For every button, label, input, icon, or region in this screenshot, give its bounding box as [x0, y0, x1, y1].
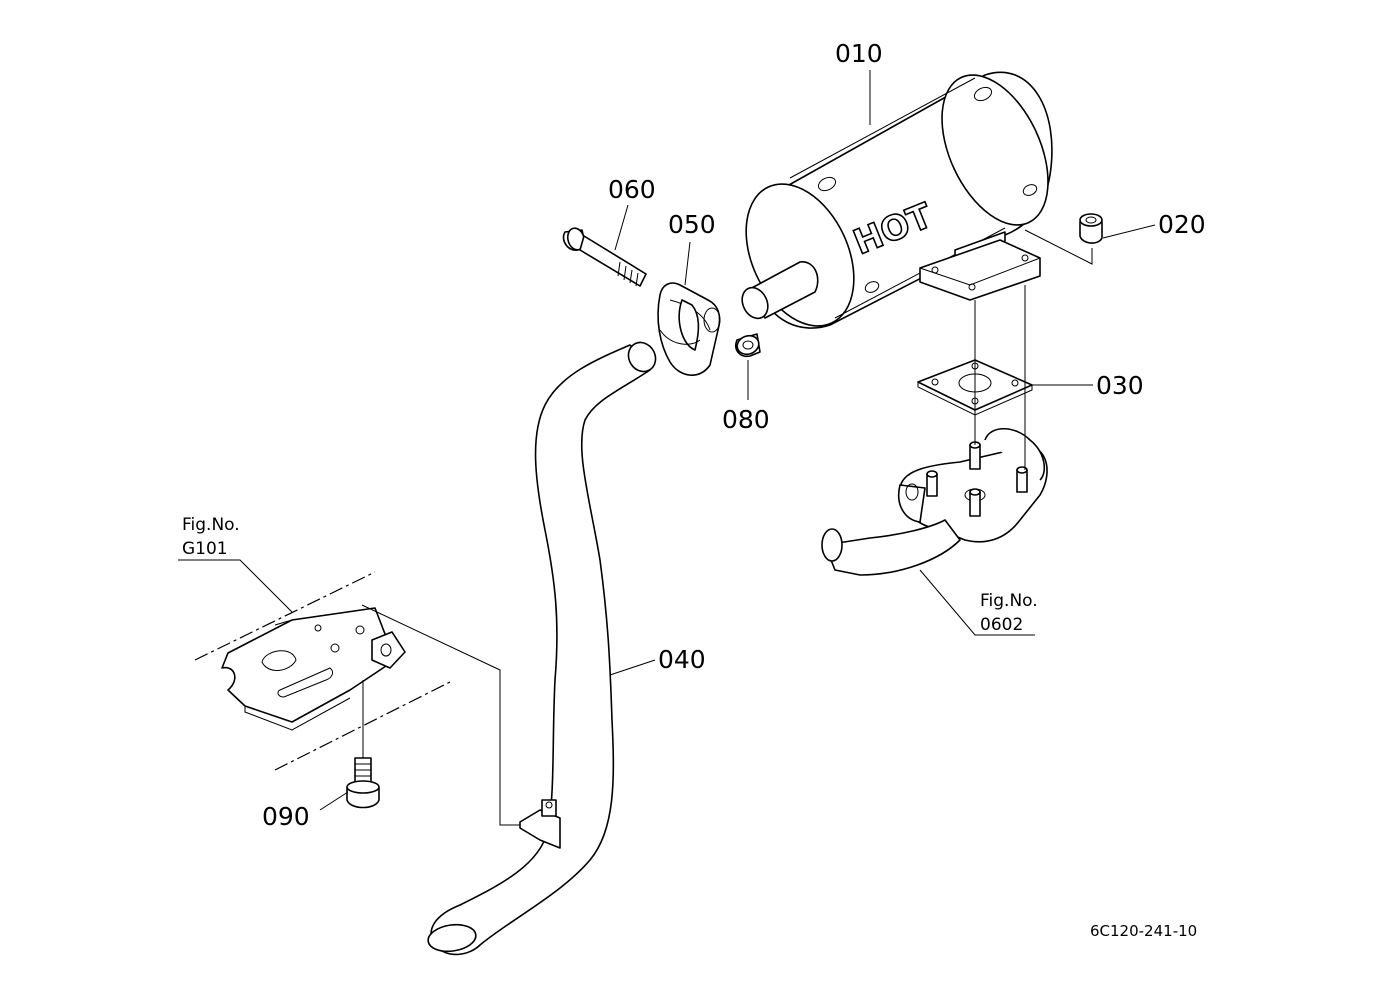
- clamp-050: [657, 282, 721, 376]
- frame-g101-reference-lines: [361, 604, 520, 826]
- callout-060: 060: [608, 175, 656, 204]
- leader-lines: [178, 70, 1156, 811]
- assembly-lines: [974, 229, 1093, 470]
- nut-080: [735, 333, 761, 358]
- muffler-010: HOT: [741, 71, 1053, 329]
- bolt-090: [346, 757, 380, 809]
- callout-010: 010: [835, 39, 883, 68]
- drawing-code: 6C120-241-10: [1090, 922, 1197, 940]
- tailpipe-040: [427, 341, 657, 956]
- callout-050: 050: [668, 210, 716, 239]
- exhaust-manifold: [821, 427, 1048, 576]
- callout-090: 090: [262, 802, 310, 831]
- callout-040: 040: [658, 645, 706, 674]
- bolt-060: [562, 227, 647, 287]
- nut-020: [1079, 213, 1103, 244]
- fig-ref-right-line1: Fig.No.: [980, 591, 1038, 611]
- callout-030: 030: [1096, 371, 1144, 400]
- frame-g101: [194, 571, 451, 771]
- fig-ref-left-line2: G101: [182, 539, 228, 559]
- fig-ref-right-line2: 0602: [980, 615, 1023, 635]
- fig-ref-left-line1: Fig.No.: [182, 515, 240, 535]
- callout-020: 020: [1158, 210, 1206, 239]
- callout-080: 080: [722, 405, 770, 434]
